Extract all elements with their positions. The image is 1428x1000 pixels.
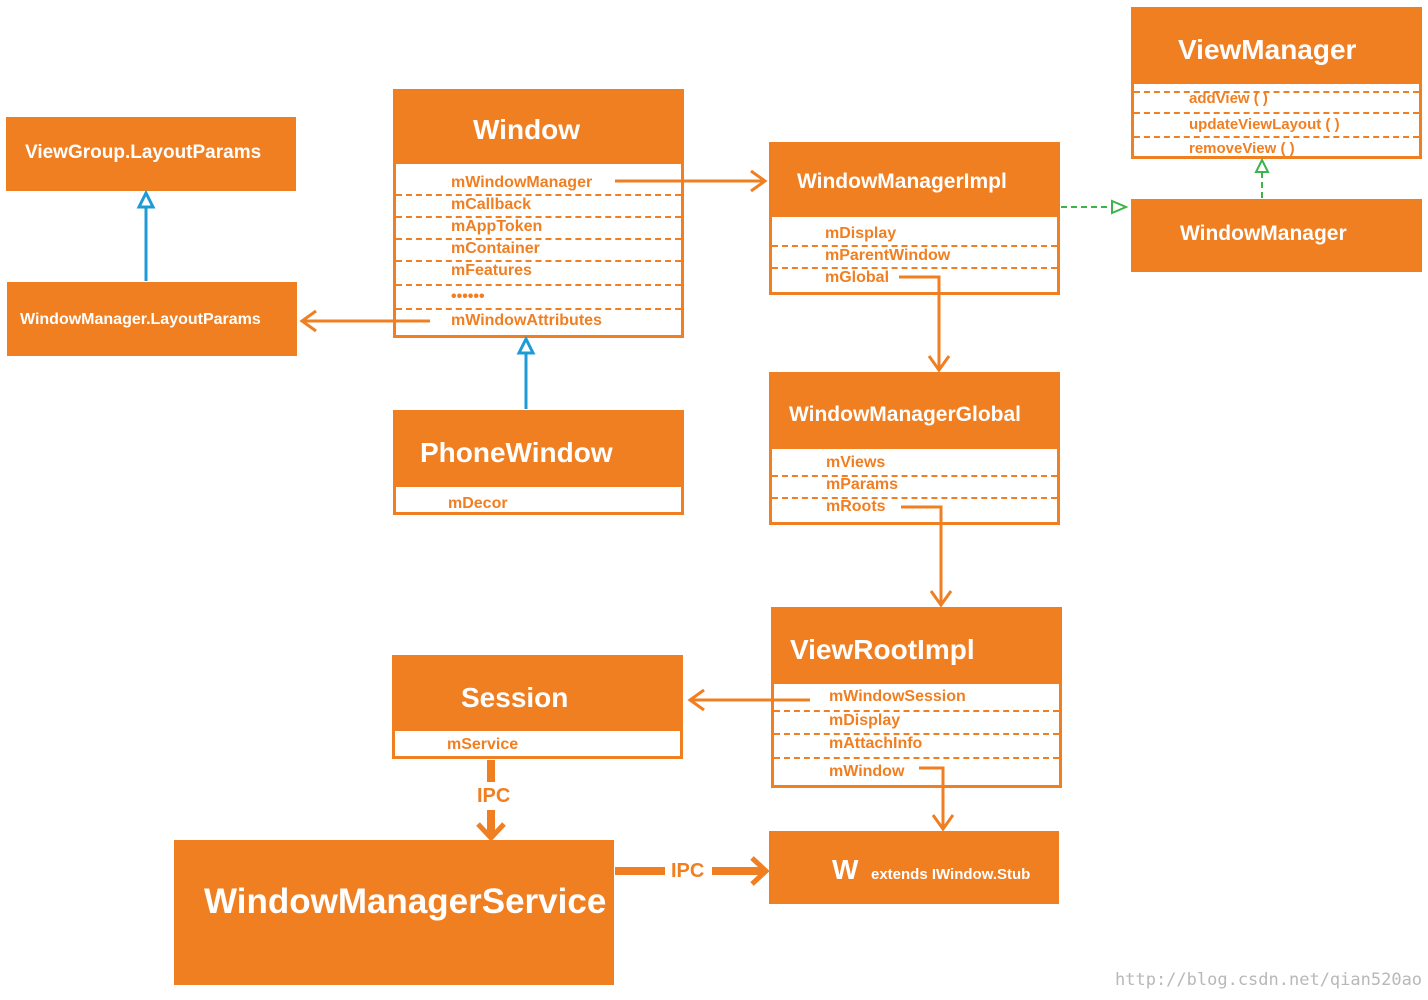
view-root-impl-class: ViewRootImpl mWindowSession mDisplay mAt… [771, 607, 1062, 788]
separator [772, 497, 1057, 499]
window-field: mWindowManager [451, 174, 593, 191]
view-root-impl-field: mDisplay [829, 712, 901, 729]
separator [772, 475, 1057, 477]
view-root-impl-field: mWindowSession [829, 688, 966, 705]
window-manager-title: WindowManager [1180, 222, 1347, 245]
window-field: mFeatures [451, 262, 532, 279]
window-manager-service-class: WindowManagerService [174, 840, 614, 985]
windowmanager-global-class: WindowManagerGlobal mViews mParams mRoot… [769, 372, 1060, 525]
windowmanager-global-field: mRoots [826, 498, 886, 515]
realization-arrow [1254, 157, 1270, 198]
inheritance-arrow [516, 335, 536, 409]
window-field: mCallback [451, 196, 532, 213]
w-title: W [832, 854, 859, 885]
separator [774, 733, 1059, 735]
separator [396, 308, 681, 310]
wms-title: WindowManagerService [204, 882, 607, 921]
separator [396, 194, 681, 196]
window-field: •••••• [451, 288, 485, 305]
view-manager-method: updateViewLayout ( ) [1189, 116, 1340, 133]
w-subtitle: extends IWindow.Stub [871, 866, 1031, 883]
separator [1134, 136, 1419, 138]
watermark: http://blog.csdn.net/qian520ao [1115, 970, 1423, 990]
view-root-impl-title: ViewRootImpl [774, 610, 1059, 684]
windowmanager-global-field: mParams [826, 476, 899, 493]
separator [772, 267, 1057, 269]
view-root-impl-field: mAttachInfo [829, 735, 923, 752]
window-field: mContainer [451, 240, 540, 257]
windowmanager-global-field: mViews [826, 454, 886, 471]
window-manager-interface: WindowManager [1131, 199, 1422, 272]
inheritance-arrow [136, 189, 156, 281]
separator [774, 710, 1059, 712]
session-class: Session mService [392, 655, 683, 759]
windowmanager-impl-field: mGlobal [825, 269, 890, 286]
w-class: W extends IWindow.Stub [769, 831, 1059, 904]
ipc-label-vertical: IPC [477, 785, 511, 807]
window-class: Window mWindowManager mCallback mAppToke… [393, 89, 684, 338]
separator [396, 238, 681, 240]
separator [774, 757, 1059, 759]
phone-window-title: PhoneWindow [396, 413, 681, 487]
view-manager-method: removeView ( ) [1189, 140, 1295, 157]
separator [396, 260, 681, 262]
windowmanager-impl-class: WindowManagerImpl mDisplay mParentWindow… [769, 142, 1060, 295]
ipc-label-horizontal: IPC [671, 860, 705, 882]
window-field: mWindowAttributes [451, 312, 602, 329]
view-manager-title: ViewManager [1134, 10, 1419, 84]
window-field: mAppToken [451, 218, 543, 235]
windowmanager-impl-field: mDisplay [825, 225, 897, 242]
window-title: Window [396, 92, 681, 164]
windowmanager-layoutparams-title: WindowManager.LayoutParams [20, 311, 261, 328]
session-field: mService [447, 736, 519, 753]
realization-arrow [1061, 199, 1129, 215]
windowmanager-impl-field: mParentWindow [825, 247, 951, 264]
separator [1134, 112, 1419, 114]
viewgroup-layoutparams-title: ViewGroup.LayoutParams [25, 142, 262, 163]
windowmanager-layoutparams-class: WindowManager.LayoutParams [7, 282, 297, 356]
view-manager-interface: ViewManager addView ( ) updateViewLayout… [1131, 7, 1422, 159]
view-root-impl-field: mWindow [829, 763, 905, 780]
separator [1134, 91, 1419, 93]
separator [396, 284, 681, 286]
windowmanager-global-title: WindowManagerGlobal [772, 375, 1057, 449]
view-manager-method: addView ( ) [1189, 90, 1268, 107]
viewgroup-layoutparams-class: ViewGroup.LayoutParams [6, 117, 296, 191]
windowmanager-impl-title: WindowManagerImpl [772, 145, 1057, 217]
phone-window-field: mDecor [448, 495, 508, 512]
session-title: Session [395, 658, 680, 731]
separator [396, 216, 681, 218]
phone-window-class: PhoneWindow mDecor [393, 410, 684, 515]
separator [772, 245, 1057, 247]
